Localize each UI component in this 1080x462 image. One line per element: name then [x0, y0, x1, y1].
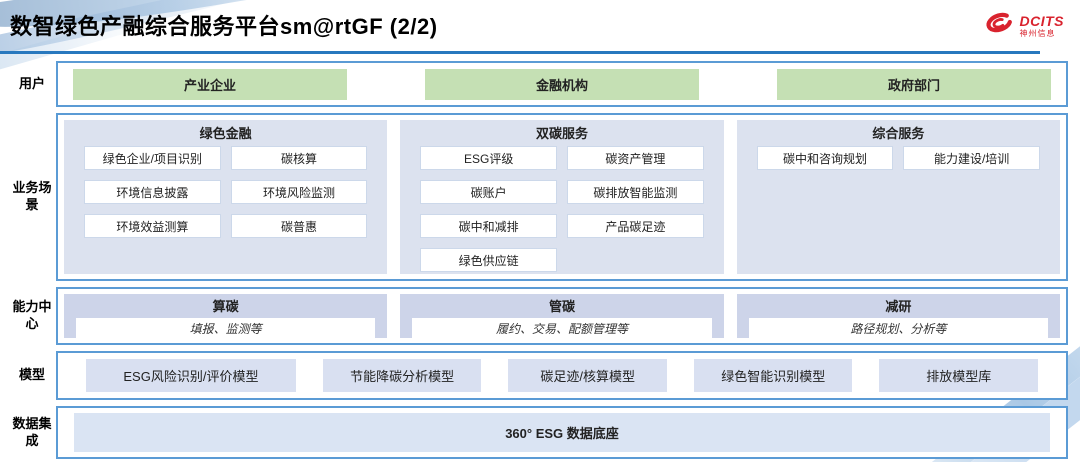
model-esg-risk: ESG风险识别/评价模型: [86, 359, 296, 392]
scenario-item: 产品碳足迹: [566, 214, 704, 238]
scenario-item: 环境风险监测: [230, 180, 368, 204]
scenario-item: 绿色供应链: [420, 248, 557, 272]
scenario-item-grid: 绿色企业/项目识别 碳核算 环境信息披露 环境风险监测 环境效益测算 碳普惠: [84, 146, 368, 238]
scenario-item: 环境信息披露: [84, 180, 221, 204]
capability-description: 路径规划、分析等: [748, 318, 1048, 338]
models-container: ESG风险识别/评价模型 节能降碳分析模型 碳足迹/核算模型 绿色智能识别模型 …: [56, 351, 1068, 400]
capability-reduction-research: 减研 路径规划、分析等: [736, 294, 1060, 338]
capability-title: 减研: [885, 299, 912, 314]
user-box-industrial-enterprise: 产业企业: [73, 68, 347, 100]
row-models: 模型 ESG风险识别/评价模型 节能降碳分析模型 碳足迹/核算模型 绿色智能识别…: [8, 351, 1068, 400]
scenario-item: ESG评级: [420, 146, 557, 170]
capabilities-container: 算碳 填报、监测等 管碳 履约、交易、配额管理等 减研 路径规划、分析等: [56, 287, 1068, 345]
company-logo: DCITS 神州信息: [982, 9, 1065, 42]
scenario-item: 绿色企业/项目识别: [84, 146, 221, 170]
esg-data-base-box: 360° ESG 数据底座: [74, 413, 1050, 452]
scenario-group-comprehensive-services: 综合服务 碳中和咨询规划 能力建设/培训: [736, 120, 1060, 274]
scenario-item: 碳资产管理: [566, 146, 704, 170]
logo-brand: DCITS: [1019, 12, 1064, 29]
architecture-diagram: 用户 产业企业 金融机构 政府部门 业务场景 绿色金融 绿色企业/项目识别 碳核…: [8, 61, 1068, 459]
row-label-models: 模型: [18, 367, 45, 383]
row-label-capability-center: 能力中心: [12, 299, 52, 331]
capability-carbon-accounting: 算碳 填报、监测等: [64, 294, 388, 338]
row-label-users: 用户: [18, 75, 45, 91]
scenario-group-green-finance: 绿色金融 绿色企业/项目识别 碳核算 环境信息披露 环境风险监测 环境效益测算 …: [64, 120, 388, 274]
scenario-item-grid: 碳中和咨询规划 能力建设/培训: [756, 146, 1040, 170]
header: 数智绿色产融综合服务平台sm@rtGF (2/2) DCITS 神州信息: [0, 0, 1080, 56]
capability-carbon-management: 管碳 履约、交易、配额管理等: [400, 294, 724, 338]
scenario-item: 碳账户: [420, 180, 557, 204]
user-box-financial-institution: 金融机构: [425, 68, 699, 100]
capability-description: 填报、监测等: [76, 318, 376, 338]
row-capability-center: 能力中心 算碳 填报、监测等 管碳 履约、交易、配额管理等 减研 路径规划、分析…: [8, 287, 1068, 345]
model-emission-library: 排放模型库: [879, 359, 1039, 392]
row-label-data-integration: 数据集成: [12, 415, 52, 448]
users-container: 产业企业 金融机构 政府部门: [56, 61, 1068, 107]
model-green-ai-recognition: 绿色智能识别模型: [693, 359, 853, 392]
row-users: 用户 产业企业 金融机构 政府部门: [8, 61, 1068, 107]
scenario-group-dual-carbon-services: 双碳服务 ESG评级 碳资产管理 碳账户 碳排放智能监测 碳中和减排 产品碳足迹…: [400, 120, 724, 274]
user-box-government-department: 政府部门: [777, 68, 1051, 100]
data-integration-container: 360° ESG 数据底座: [56, 406, 1068, 459]
row-label-business-scenarios: 业务场景: [12, 180, 52, 212]
page-title: 数智绿色产融综合服务平台sm@rtGF (2/2): [10, 14, 438, 39]
scenario-item: 碳核算: [230, 146, 368, 170]
scenario-group-title: 绿色金融: [199, 126, 252, 141]
scenarios-container: 绿色金融 绿色企业/项目识别 碳核算 环境信息披露 环境风险监测 环境效益测算 …: [56, 113, 1068, 281]
scenario-item: 碳普惠: [230, 214, 368, 238]
logo-text: DCITS 神州信息: [1020, 14, 1065, 38]
scenario-group-title: 综合服务: [872, 126, 925, 141]
scenario-item: 环境效益测算: [84, 214, 221, 238]
capability-title: 管碳: [548, 299, 575, 314]
logo-company-name: 神州信息: [1019, 28, 1056, 38]
scenario-item: 碳中和减排: [420, 214, 557, 238]
title-underline: [0, 51, 1040, 54]
scenario-item-grid: ESG评级 碳资产管理 碳账户 碳排放智能监测 碳中和减排 产品碳足迹 绿色供应…: [420, 146, 704, 272]
dcits-swirl-icon: [982, 9, 1016, 42]
row-business-scenarios: 业务场景 绿色金融 绿色企业/项目识别 碳核算 环境信息披露 环境风险监测 环境…: [8, 113, 1068, 281]
capability-description: 履约、交易、配额管理等: [412, 318, 712, 338]
row-data-integration: 数据集成 360° ESG 数据底座: [8, 406, 1068, 459]
model-carbon-footprint: 碳足迹/核算模型: [508, 359, 667, 392]
scenario-item: 碳中和咨询规划: [756, 146, 894, 170]
scenario-item: 能力建设/培训: [903, 146, 1040, 170]
capability-title: 算碳: [212, 299, 239, 314]
scenario-group-title: 双碳服务: [535, 126, 588, 141]
scenario-item: 碳排放智能监测: [566, 180, 704, 204]
model-energy-saving: 节能降碳分析模型: [322, 359, 482, 392]
